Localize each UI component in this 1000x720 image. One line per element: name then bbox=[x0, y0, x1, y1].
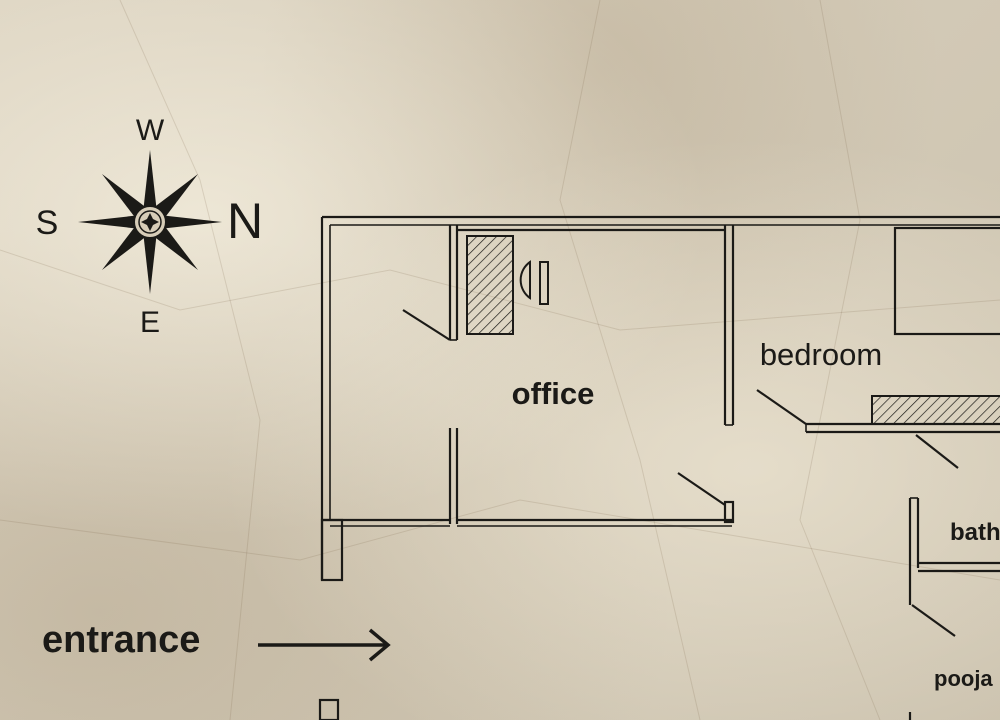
exterior-walls bbox=[320, 215, 1000, 582]
bedroom-room-label: bedroom bbox=[760, 337, 882, 372]
compass-north-label: N bbox=[227, 193, 263, 249]
pooja-room-label: pooja bbox=[934, 666, 993, 691]
bath-room: bath bbox=[908, 497, 1000, 637]
office-room-label: office bbox=[512, 376, 595, 411]
compass-east-label: E bbox=[140, 306, 160, 339]
office-chair-icon bbox=[519, 260, 549, 305]
pooja-room: pooja bbox=[908, 666, 993, 720]
compass-west-label: W bbox=[136, 114, 165, 147]
entrance-arrow-icon bbox=[258, 628, 391, 662]
entrance-label: entrance bbox=[42, 619, 200, 661]
office-room: office bbox=[402, 225, 735, 527]
bedroom-wardrobe bbox=[871, 395, 1000, 425]
entrance-marker: entrance bbox=[42, 619, 391, 720]
bedroom-room: bedroom bbox=[756, 226, 1000, 469]
compass-rose-icon: N S W E bbox=[36, 114, 263, 339]
bath-room-label: bath bbox=[950, 519, 1000, 546]
office-desk bbox=[466, 235, 514, 335]
compass-south-label: S bbox=[36, 204, 59, 242]
